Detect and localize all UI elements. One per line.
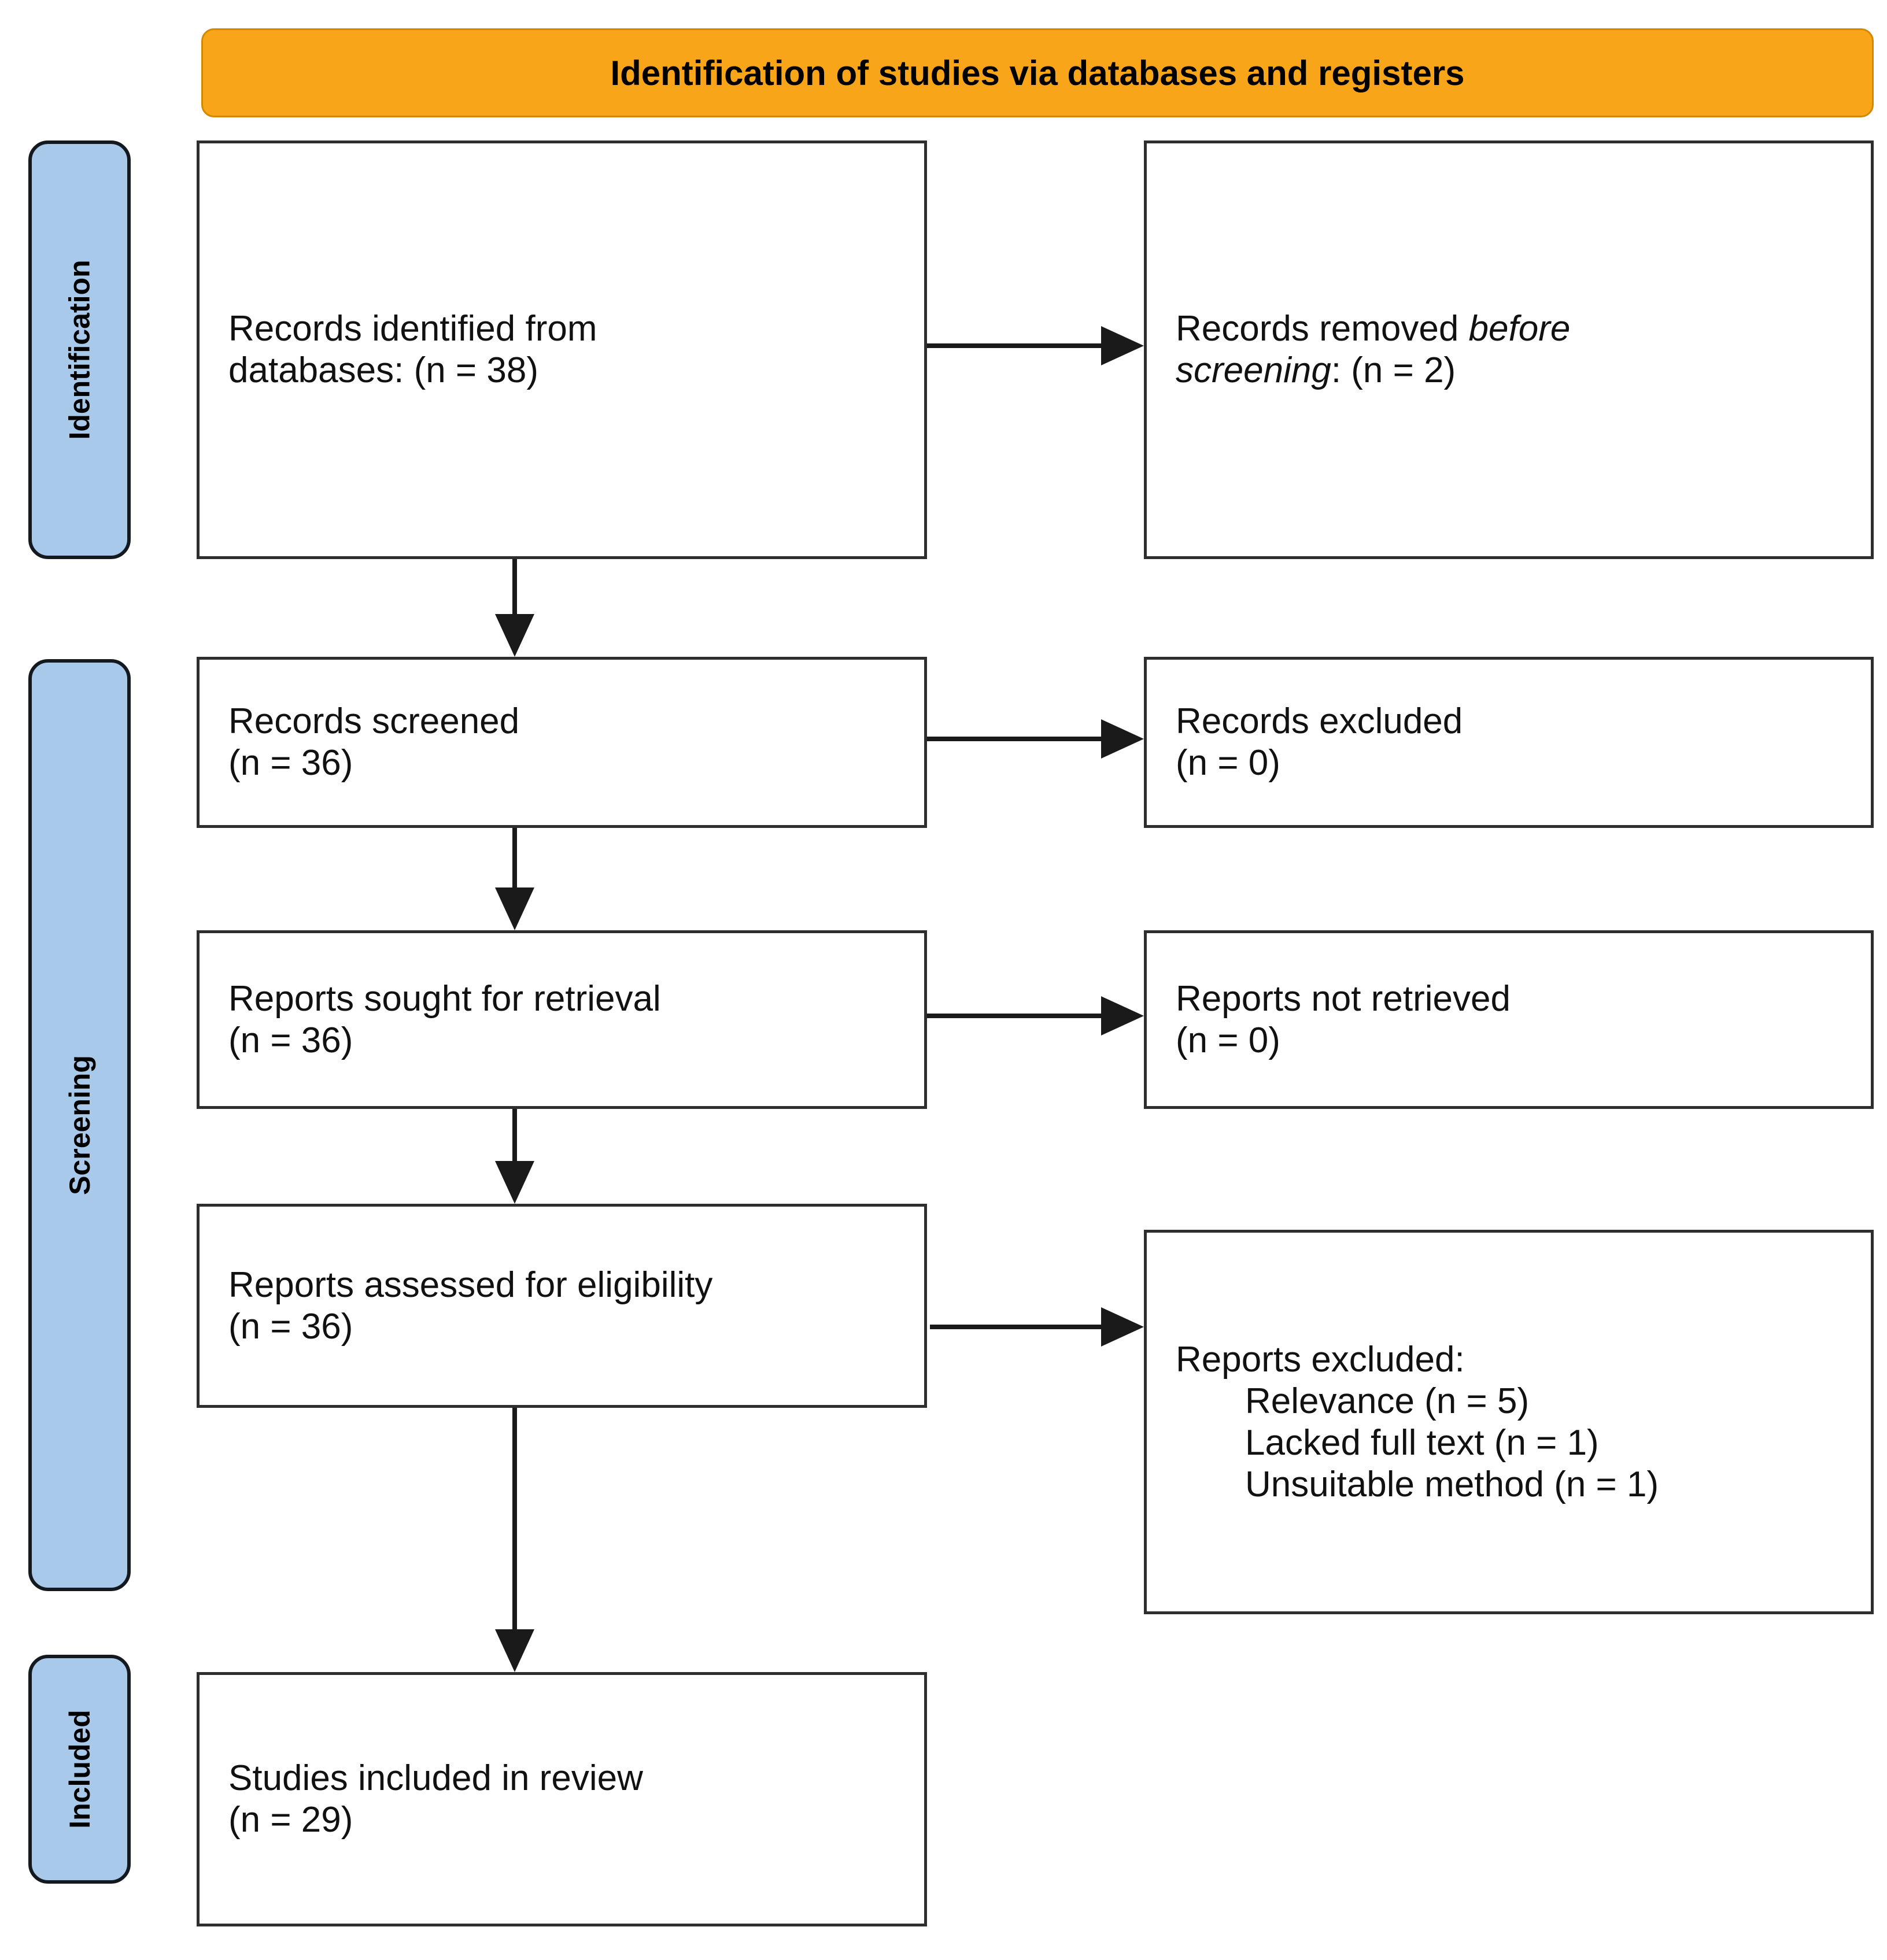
arrow-assessed-to-included [512,1408,517,1632]
box-text-line: Reports not retrieved [1176,978,1511,1019]
box-text-line: (n = 0) [1176,1020,1280,1060]
box-text-line: screening: (n = 2) [1176,350,1855,391]
box-text-line: Reports assessed for eligibility [228,1264,713,1305]
arrowhead-down-icon [495,1629,534,1672]
arrowhead-down-icon [495,1161,534,1204]
box-reports-assessed-for-eligibility: Reports assessed for eligibility (n = 36… [197,1204,927,1408]
header-title: Identification of studies via databases … [610,53,1465,93]
box-reports-sought-for-retrieval: Reports sought for retrieval (n = 36) [197,930,927,1109]
stage-bar-included: Included [28,1655,131,1884]
arrowhead-right-icon [1101,326,1144,365]
arrow-identified-to-screened [512,559,517,616]
box-text-line: (n = 29) [228,1800,353,1840]
box-text-heading: Reports excluded: [1176,1339,1465,1380]
arrow-sought-to-not-retrieved [927,1014,1103,1018]
box-text-segment: : (n = 2) [1331,350,1456,390]
arrowhead-right-icon [1101,996,1144,1036]
box-text-line: Records removed before [1176,308,1855,350]
box-text-segment-italic: screening [1176,350,1331,390]
box-text-line: (n = 0) [1176,743,1280,783]
stage-label-screening: Screening [63,1055,96,1195]
box-records-identified: Records identified from databases: (n = … [197,140,927,559]
box-text-segment: Records removed [1176,309,1469,349]
box-records-screened: Records screened (n = 36) [197,657,927,828]
arrow-screened-to-excluded [927,737,1103,741]
arrowhead-right-icon [1101,1307,1144,1347]
box-text-line: (n = 36) [228,743,353,783]
box-text-line: Studies included in review [228,1758,643,1798]
box-text-segment-italic: before [1468,309,1571,349]
arrow-sought-to-assessed [512,1109,517,1163]
box-reports-not-retrieved: Reports not retrieved (n = 0) [1144,930,1874,1109]
stage-bar-identification: Identification [28,140,131,559]
stage-label-included: Included [63,1710,96,1829]
header-banner: Identification of studies via databases … [201,28,1874,117]
exclusion-reason: Relevance (n = 5) [1245,1381,1530,1421]
box-text-line: (n = 36) [228,1020,353,1060]
arrow-identified-to-removed [927,343,1103,348]
exclusion-reason: Unsuitable method (n = 1) [1245,1464,1659,1504]
box-studies-included-in-review: Studies included in review (n = 29) [197,1672,927,1926]
box-text-line: Records excluded [1176,701,1463,741]
box-text-line: Reports sought for retrieval [228,978,661,1019]
box-records-excluded: Records excluded (n = 0) [1144,657,1874,828]
box-text-line: (n = 36) [228,1306,353,1347]
box-text-line: Records identified from [228,309,597,349]
exclusion-reason: Lacked full text (n = 1) [1245,1422,1599,1463]
arrowhead-down-icon [495,614,534,657]
arrow-screened-to-sought [512,828,517,890]
box-records-removed-before-screening: Records removed before screening: (n = 2… [1144,140,1874,559]
arrow-assessed-to-reports-excluded [930,1325,1103,1329]
box-text-line: databases: (n = 38) [228,350,538,390]
arrowhead-right-icon [1101,719,1144,759]
box-text-line: Records screened [228,701,520,741]
stage-label-identification: Identification [63,260,96,440]
stage-bar-screening: Screening [28,659,131,1591]
box-reports-excluded: Reports excluded: Relevance (n = 5) Lack… [1144,1230,1874,1614]
arrowhead-down-icon [495,887,534,930]
